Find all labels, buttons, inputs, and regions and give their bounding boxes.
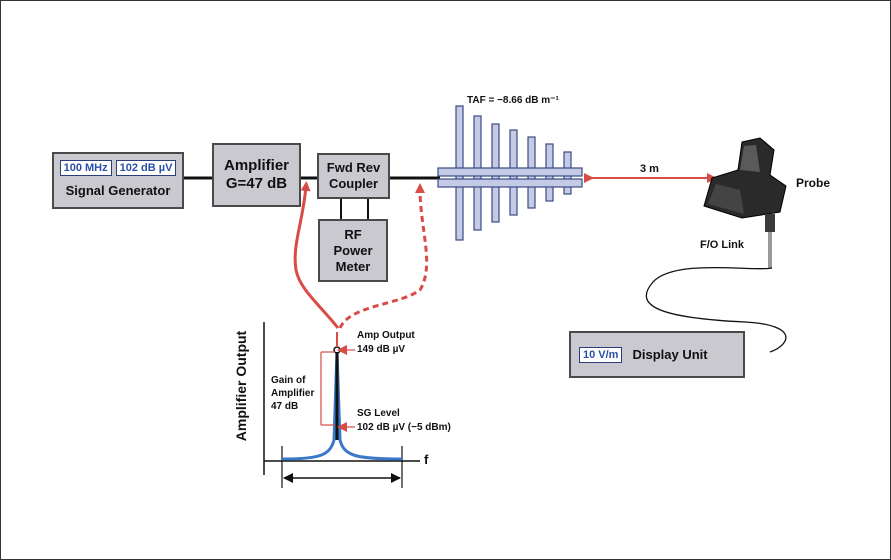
sg-level-line1: SG Level: [357, 408, 400, 419]
spectrum-plot: [263, 322, 420, 488]
sg-level-readout: 102 dB µV: [115, 160, 177, 176]
signal-generator: 100 MHz 102 dB µV Signal Generator: [52, 152, 184, 209]
taf-label: TAF = −8.66 dB m⁻¹: [467, 95, 559, 106]
amplifier-gain: G=47 dB: [225, 175, 288, 192]
fo-link-label: F/O Link: [700, 239, 744, 251]
forward-signal-path: [293, 181, 340, 329]
display-unit-label: Display Unit: [632, 347, 708, 362]
power-meter-line2: Power: [333, 242, 373, 258]
probe-label: Probe: [796, 176, 831, 190]
amp-output-line1: Amp Output: [357, 330, 415, 341]
spectrum-y-label: Amplifier Output: [233, 330, 250, 442]
amplifier-label: Amplifier: [223, 157, 289, 174]
power-meter-box: RF Power Meter: [318, 219, 388, 282]
amplifier-box: Amplifier G=47 dB: [212, 143, 301, 207]
amp-output-line2: 149 dB µV: [357, 344, 406, 355]
log-periodic-antenna: [437, 105, 583, 241]
coupler-box: Fwd Rev Coupler: [317, 153, 390, 199]
probe-icon: [703, 137, 787, 268]
reverse-signal-path: [338, 183, 429, 329]
fo-link-cable: [645, 266, 787, 353]
sg-level-line2: 102 dB µV (−5 dBm): [357, 422, 451, 433]
distance-label: 3 m: [640, 163, 659, 175]
display-unit-box: 10 V/m Display Unit: [569, 331, 745, 378]
spectrum-trace: [281, 351, 403, 461]
sg-frequency-readout: 100 MHz: [59, 160, 112, 176]
gain-line3: 47 dB: [271, 401, 299, 412]
power-meter-line1: RF: [344, 226, 362, 242]
sg-label: Signal Generator: [65, 183, 171, 198]
spectrum-x-label: f: [424, 452, 429, 467]
gain-line2: Amplifier: [271, 388, 315, 399]
coupler-line1: Fwd Rev: [326, 160, 381, 175]
coupler-line2: Coupler: [328, 176, 379, 191]
power-meter-line3: Meter: [335, 258, 371, 274]
display-value-readout: 10 V/m: [579, 346, 623, 363]
gain-line1: Gain of: [271, 375, 306, 386]
